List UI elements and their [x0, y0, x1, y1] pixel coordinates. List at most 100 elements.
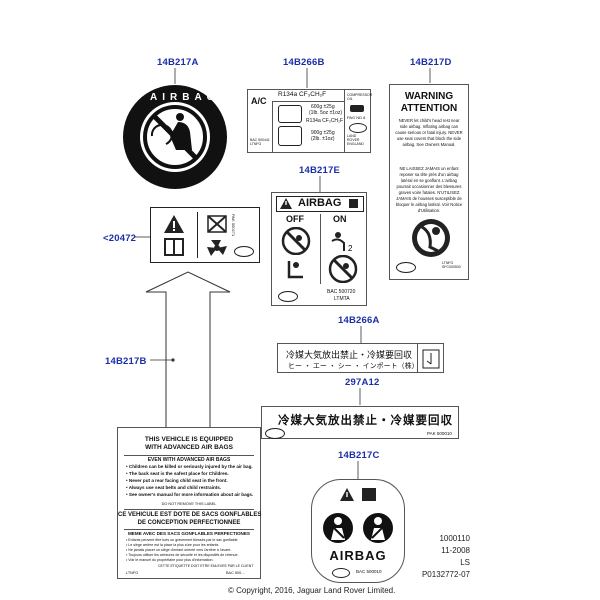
- adv-title-1: THIS VEHICLE IS EQUIPPED: [144, 436, 234, 443]
- ac-title: A/C: [251, 96, 267, 106]
- ac-amount-2: 900g ±25g: [311, 130, 335, 136]
- status-code-2: LTMTA: [334, 296, 350, 302]
- adv-fr-footer: CETTE ETIQUETTE DOIT ETRE ENLEVEE PAR LE…: [158, 564, 254, 568]
- ref-line-2: 11-2008: [441, 546, 470, 555]
- status-off: OFF: [286, 214, 304, 224]
- adv-bullet-1: • The back seat is the safest place for …: [126, 471, 229, 476]
- ac-amount-1b: (1lb. 5oz ±1oz): [309, 110, 343, 116]
- land-rover-badge-round: [332, 568, 350, 578]
- status-code: BAC 500720: [327, 289, 356, 295]
- status-on: ON: [333, 214, 347, 224]
- ac-pag: PAG ND 8: [347, 115, 366, 120]
- child-seat-icon: [287, 261, 303, 279]
- advanced-airbag-label: THIS VEHICLE IS EQUIPPED WITH ADVANCED A…: [117, 427, 261, 579]
- adv-fr-fine-2: • Ne jamais placer un siège d'enfant ori…: [126, 548, 232, 552]
- callout-14b217a: 14B217A: [157, 57, 199, 68]
- adv-fr-2: DE CONCEPTION PERFECTIONNEE: [137, 520, 241, 526]
- ref-line-4: P0132772-07: [421, 570, 470, 579]
- car-icon-2: [278, 126, 302, 146]
- status-warning-icon: [280, 198, 292, 209]
- callout-20472: <20472: [103, 233, 137, 244]
- manual-book-icon: [164, 238, 184, 256]
- status-title: AIRBAG: [298, 197, 342, 209]
- airbag-pictogram-label: PAK 500271: [150, 207, 260, 263]
- land-rover-badge-pictogram: [234, 246, 254, 257]
- airbag-on-off-label: AIRBAG OFF ON 2 BAC 500720 LTMTA: [271, 192, 367, 306]
- warning-french-text: NE LAISSEZ JAMAIS un enfant reposer sa t…: [395, 166, 463, 213]
- land-rover-badge-jp: [265, 428, 285, 439]
- callout-297a12: 297A12: [345, 377, 380, 388]
- adv-fr-fine-3: • Toujours utiliser les ceintures de séc…: [126, 553, 239, 557]
- airbag-disc-text: AIRBAG: [150, 92, 220, 103]
- airbag-status-header: AIRBAG: [276, 196, 364, 212]
- manual-book-icon-2: [362, 488, 376, 501]
- seatbelt-person-icon-right: [363, 513, 393, 543]
- ac-refrigerant-label: A/C R134a CF₃CH₂F 600g ±25g (1lb. 5oz ±1…: [247, 89, 373, 153]
- adv-fr-fine-1: • Le siège arrière est la place la plus …: [126, 543, 220, 547]
- airbag-round-label: AIRBAG BAC 500010: [311, 479, 405, 583]
- svg-text:2: 2: [348, 244, 353, 253]
- japanese-refrigerant-label-a: 冷媒大気放出禁止・冷媒要回収 ヒー ・ エー ・ シー ・ インポート（株）: [277, 343, 444, 373]
- ac-part-code: BAC 500441 LTNFG: [250, 138, 270, 146]
- warning-title: WARNING: [404, 91, 454, 102]
- land-rover-badge-status: [278, 291, 298, 302]
- illustration-reference: 1000110 11-2008 LS P0132772-07: [410, 533, 470, 581]
- adv-fr-fine-4: • Voir le manuel du propriétaire pour pl…: [126, 558, 214, 562]
- adv-code-left: LTNFG: [126, 571, 139, 575]
- adv-bullet-4: • See owner's manual for more informatio…: [126, 492, 254, 497]
- airbag-round-title: AIRBAG: [329, 548, 387, 563]
- callout-14b266a: 14B266A: [338, 315, 380, 326]
- callout-14b266b: 14B266B: [283, 57, 325, 68]
- status-book-icon: [349, 199, 358, 208]
- airbag-prohibition-disc: [123, 85, 227, 189]
- adv-bullet-0: • Children can be killed or seriously in…: [126, 464, 253, 469]
- ac-amount-1: 600g ±25g: [311, 104, 335, 110]
- warning-triangle-icon-2: [340, 488, 354, 501]
- jp-b-code: PAK 500010: [427, 431, 452, 436]
- airbag-round-code: BAC 500010: [356, 569, 382, 574]
- jp-a-line1: 冷媒大気放出禁止・冷媒要回収: [286, 350, 413, 360]
- oil-can-icon: [350, 105, 364, 112]
- callout-14b217b: 14B217B: [105, 356, 147, 367]
- warning-triangle-icon: [164, 215, 184, 233]
- attention-title: ATTENTION: [400, 103, 458, 114]
- copyright: © Copyright, 2016, Jaguar Land Rover Lim…: [228, 586, 396, 595]
- land-rover-badge-warning: [396, 262, 416, 273]
- adv-removed: DO NOT REMOVE THIS LABEL: [161, 502, 217, 506]
- adv-bullet-3: • Always use seat belts and child restra…: [126, 485, 222, 490]
- car-icon-1: [278, 105, 302, 123]
- adv-fr-1: CE VEHICULE EST DOTE DE SACS GONFLABLES: [118, 512, 262, 518]
- japanese-refrigerant-label-b: 冷媒大気放出禁止・冷媒要回収 PAK 500010: [261, 406, 459, 439]
- adv-fr-fine-0: • Enfants peuvent être tués ou gravement…: [126, 538, 239, 542]
- recycle-mark-icon: [422, 349, 440, 369]
- front-seat-prohibited-icon: [328, 255, 358, 283]
- jp-b-text: 冷媒大気放出禁止・冷媒要回収: [278, 415, 453, 427]
- land-rover-badge-ac: [349, 123, 367, 133]
- adv-title-2: WITH ADVANCED AIR BAGS: [145, 444, 233, 451]
- ref-line-1: 1000110: [439, 534, 470, 543]
- airbag-fan-icon: [207, 240, 227, 256]
- ac-refrigerant-text: R134a CF₃CH₂F: [278, 91, 327, 98]
- warning-code: LTNFG SFC000530: [442, 261, 461, 269]
- seatbelt-person-icon-left: [323, 513, 353, 543]
- side-airbag-seat-icon: [412, 219, 450, 257]
- callout-14b217c: 14B217C: [338, 450, 380, 461]
- ac-compressor: COMPRESSOR OIL: [347, 93, 373, 101]
- ac-amount-2b: (2lb. ±1oz): [311, 136, 335, 142]
- pictogram-code: PAK 500271: [231, 214, 236, 237]
- child-airbag-icon: 2: [331, 232, 353, 253]
- ac-refrigerant-2: R134a CF₃CH₂F: [306, 118, 344, 124]
- rear-seat-child-prohibited-icon: [207, 215, 227, 233]
- adv-code-right: BAC 500…: [226, 571, 245, 575]
- ac-maker: LAND ROVER ENGLAND: [347, 134, 364, 146]
- warning-english-text: NEVER let child's head rest near side ai…: [395, 118, 463, 147]
- adv-bullet-2: • Never put a rear facing child seat in …: [126, 478, 228, 483]
- adv-sub: EVEN WITH ADVANCED AIR BAGS: [147, 457, 231, 463]
- jp-a-line2: ヒー ・ エー ・ シー ・ インポート（株）: [288, 363, 419, 370]
- rear-facing-seat-prohibited-icon: [281, 227, 311, 255]
- callout-14b217d: 14B217D: [410, 57, 452, 68]
- adv-fr-sub: MEME AVEC DES SACS GONFLABLES PERFECTION…: [127, 531, 250, 536]
- ref-line-3: LS: [460, 558, 470, 567]
- callout-14b217e: 14B217E: [299, 165, 341, 176]
- side-airbag-warning-label: WARNING ATTENTION NEVER let child's head…: [389, 84, 469, 280]
